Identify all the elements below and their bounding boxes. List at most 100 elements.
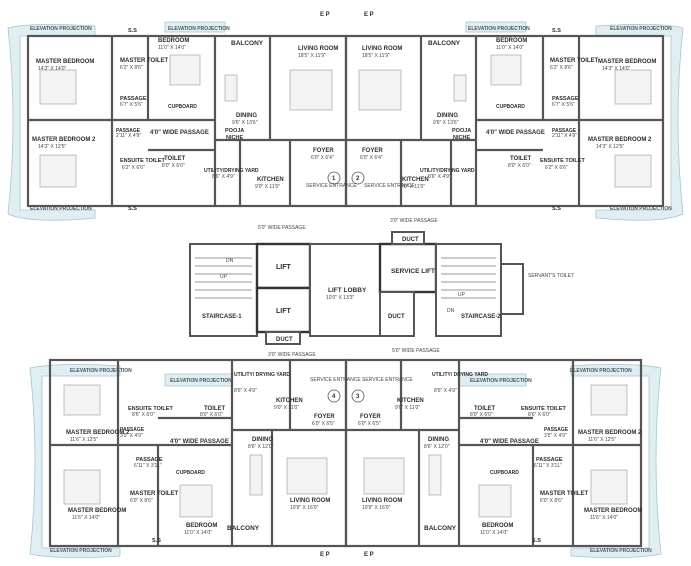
master-bedroom-dim: 14'3" X 14'0"	[38, 66, 66, 72]
service-entrance-label: SERVICE ENTRANCE	[310, 377, 361, 383]
master-toilet-label: MASTER TOILET	[540, 491, 589, 497]
dn-label: DN	[226, 258, 234, 264]
bedroom-dim: 11'0" X 14'0"	[158, 45, 186, 51]
ss-label: S.S	[152, 538, 161, 544]
wide-passage-label: 4'0" WIDE PASSAGE	[170, 439, 229, 445]
lift-lobby-label: LIFT LOBBY	[328, 287, 367, 294]
foyer-label: FOYER	[360, 414, 381, 420]
foyer-dim: 6'0" X 6'5"	[312, 421, 335, 427]
utility-dim: 8'6" X 4'9"	[212, 174, 235, 180]
master-bedroom-2-dim: 11'6" X 12'5"	[70, 437, 98, 443]
flat-1-walls	[26, 34, 348, 208]
utility-label: UTILITY/DRYING YARD	[420, 168, 475, 174]
service-entrance-label: SERVICE ENTRANCE	[362, 377, 413, 383]
flat-4-number: 4	[332, 394, 336, 400]
passage-small-label: PASSAGE	[552, 128, 577, 134]
utility-dim: 8'6" X 4'9"	[434, 388, 457, 394]
passage-label: PASSAGE	[552, 96, 579, 102]
passage-3ft-label: 3'0" WIDE PASSAGE	[268, 352, 316, 358]
toilet-label: TOILET	[510, 156, 532, 162]
passage-small-label: PASSAGE	[116, 128, 141, 134]
balcony-label: BALCONY	[227, 525, 260, 532]
master-bedroom-label: MASTER BEDROOM	[598, 59, 656, 65]
master-toilet-dim: 6'2" X 8'6"	[550, 65, 573, 71]
living-room-dim: 10'9" X 16'0"	[362, 505, 390, 511]
ep-label: E P	[364, 552, 374, 558]
utility-dim: 8'6" X 4'9"	[234, 388, 257, 394]
living-room-label: LIVING ROOM	[362, 46, 402, 52]
kitchen-label: KITCHEN	[276, 398, 303, 404]
elevation-projection-label: ELEVATION PROJECTION	[468, 26, 530, 32]
toilet-label: TOILET	[164, 156, 186, 162]
flat-2-marker	[351, 171, 365, 185]
flat-2-walls	[344, 34, 665, 208]
passage-small-dim: 2'11" X 4'9"	[552, 133, 577, 139]
ensuite-label: ENSUITE TOILET	[120, 158, 165, 164]
servants-toilet-label: SERVANT'S TOILET	[528, 273, 574, 279]
ensuite-dim: 8'6" X 6'0"	[132, 412, 155, 418]
living-room-dim: 18'5" X 11'9"	[298, 53, 326, 59]
flat-3-marker	[351, 389, 365, 403]
ensuite-dim: 6'2" X 6'6"	[545, 165, 568, 171]
toilet-dim: 8'0" X 6'0"	[200, 412, 223, 418]
ep-label: E P	[320, 552, 330, 558]
ss-label: S.S	[532, 538, 541, 544]
kitchen-dim: 9'0" X 11'0"	[274, 405, 299, 411]
passage-label: PASSAGE	[536, 457, 563, 463]
elevation-projection-label: ELEVATION PROJECTION	[30, 206, 92, 212]
foyer-label: FOYER	[362, 148, 383, 154]
passage-small-dim: 3'5" X 4'9"	[544, 433, 567, 439]
ep-label: E P	[320, 12, 330, 18]
toilet-dim: 8'0" X 6'0"	[162, 163, 185, 169]
lift-lobby-dim: 10'0" X 13'3"	[326, 295, 354, 301]
niche-label: NICHE	[226, 135, 243, 141]
bedroom-dim: 11'0" X 14'0"	[184, 530, 212, 536]
cupboard-label: CUPBOARD	[176, 470, 205, 476]
utility-label: UTILITY/DRYING YARD	[204, 168, 259, 174]
kitchen-dim: 9'0" X 11'0"	[400, 184, 425, 190]
passage-dim: 6'7" X 5'6"	[120, 102, 143, 108]
master-toilet-dim: 6'0" X 8'6"	[540, 498, 563, 504]
ss-label: S.S	[552, 206, 561, 212]
master-bedroom-2-label: MASTER BEDROOM 2	[66, 430, 130, 436]
balcony-label: BALCONY	[231, 40, 264, 47]
master-bedroom-label: MASTER BEDROOM	[68, 508, 126, 514]
service-entrance-label: SERVICE ENTRANCE	[364, 183, 415, 189]
master-toilet-dim: 6'2" X 8'6"	[120, 65, 143, 71]
passage-3ft-label: 3'0" WIDE PASSAGE	[390, 218, 438, 224]
foyer-dim: 6'0" X 6'4"	[360, 155, 383, 161]
kitchen-dim: 9'0" X 11'0"	[395, 405, 420, 411]
elevation-projection-label: ELEVATION PROJECTION	[590, 548, 652, 554]
bedroom-dim: 11'0" X 14'0"	[480, 530, 508, 536]
pooja-label: POOJA	[225, 128, 244, 134]
utility-label: UTILITY/ DRYING YARD	[234, 372, 290, 378]
duct-label: DUCT	[276, 337, 293, 343]
bedroom-label: BEDROOM	[482, 523, 513, 529]
kitchen-label: KITCHEN	[257, 177, 284, 183]
cupboard-label: CUPBOARD	[168, 104, 197, 110]
dn-label: DN	[447, 308, 455, 314]
master-toilet-dim: 6'0" X 8'6"	[130, 498, 153, 504]
elevation-projections	[7, 21, 684, 558]
wide-passage-label: 4'0" WIDE PASSAGE	[480, 439, 539, 445]
passage-5ft-label: 5'0" WIDE PASSAGE	[258, 225, 306, 231]
master-bedroom-2-label: MASTER BEDROOM 2	[578, 430, 642, 436]
passage-small-label: PASSAGE	[120, 427, 145, 433]
flat-4-walls	[48, 358, 348, 548]
flat-4-marker	[327, 389, 341, 403]
ensuite-label: ENSUITE TOILET	[521, 406, 566, 412]
staircase-1-label: STAIRCASE-1	[202, 314, 242, 320]
dining-label: DINING	[437, 113, 458, 119]
foyer-label: FOYER	[314, 414, 335, 420]
cupboard-label: CUPBOARD	[496, 104, 525, 110]
foyer-dim: 6'0" X 6'5"	[358, 421, 381, 427]
service-lift-label: SERVICE LIFT	[391, 268, 435, 275]
flat-2-number: 2	[356, 176, 360, 182]
toilet-label: TOILET	[204, 406, 226, 412]
dining-dim: 9'6" X 13'6"	[433, 120, 459, 126]
elevation-projection-label: ELEVATION PROJECTION	[170, 378, 232, 384]
foyer-dim: 6'0" X 6'4"	[311, 155, 334, 161]
ensuite-dim: 6'2" X 6'6"	[122, 165, 145, 171]
utility-dim: 8'6" X 4'9"	[428, 174, 451, 180]
